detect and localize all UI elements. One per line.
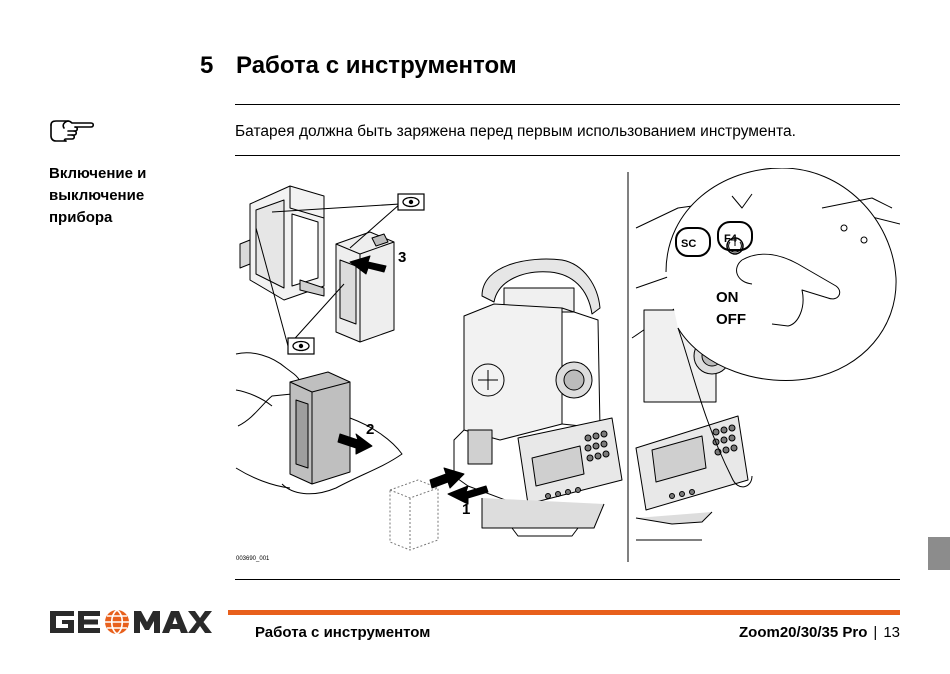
step-3-label: 3 bbox=[398, 249, 406, 266]
off-label: OFF bbox=[716, 311, 746, 328]
chapter-title-text: Работа с инструментом bbox=[236, 52, 517, 79]
battery-holder-drawing bbox=[239, 185, 325, 301]
hand-battery-drawing bbox=[235, 352, 403, 495]
step-2-label: 2 bbox=[366, 421, 374, 438]
top-divider bbox=[235, 104, 900, 105]
footer-product-name: Zoom20/30/35 Pro bbox=[739, 624, 868, 641]
chapter-number: 5 bbox=[200, 52, 214, 79]
chapter-tab-marker bbox=[928, 537, 950, 570]
esc-key-label: SC bbox=[681, 238, 696, 250]
figure-code: 003690_001 bbox=[236, 556, 270, 562]
eye-icon bbox=[397, 193, 425, 211]
pointing-hand-icon bbox=[50, 120, 95, 142]
intro-divider bbox=[235, 155, 900, 156]
page-number: 13 bbox=[883, 624, 900, 641]
on-label: ON bbox=[716, 289, 739, 306]
footer-page-info: Zoom20/30/35 Pro | 13 bbox=[739, 624, 900, 641]
page-title: 5 Работа с инструментом bbox=[200, 52, 517, 80]
section-heading: Включение и выключение прибора bbox=[49, 165, 147, 226]
step-1-label: 1 bbox=[462, 501, 470, 518]
f4-key-label: F4 bbox=[724, 233, 738, 245]
intro-paragraph: Батарея должна быть заряжена перед первы… bbox=[235, 123, 796, 140]
footer-accent-bar bbox=[228, 610, 900, 615]
instrument-illustration: 3 2 1 ON OFF SC F4 bbox=[235, 168, 900, 562]
power-button-detail-drawing bbox=[631, 168, 900, 541]
footer-section-title: Работа с инструментом bbox=[255, 624, 431, 641]
bottom-divider bbox=[235, 579, 900, 580]
eye-icon bbox=[287, 337, 315, 355]
battery-drawing bbox=[335, 231, 395, 343]
geomax-logo bbox=[50, 609, 212, 635]
footer-separator: | bbox=[873, 624, 878, 641]
total-station-drawing bbox=[453, 258, 623, 537]
